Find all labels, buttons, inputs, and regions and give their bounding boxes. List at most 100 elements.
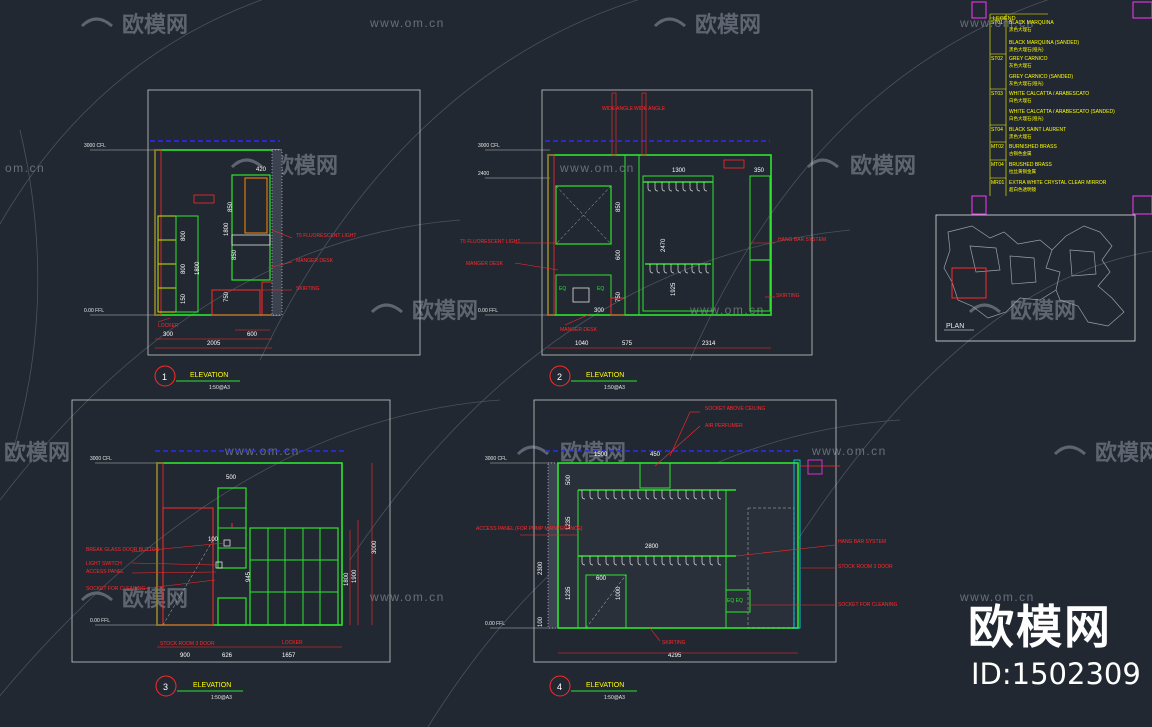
svg-text:750: 750 (616, 291, 622, 302)
svg-text:0.00 FFL: 0.00 FFL (485, 621, 505, 627)
svg-text:ELEVATION: ELEVATION (586, 682, 624, 689)
wm-brand: 欧模网 (850, 153, 916, 178)
svg-text:EQ: EQ (559, 286, 566, 292)
legend-item-sub: 白色大理石(哑光) (1009, 115, 1044, 122)
svg-text:850: 850 (616, 201, 622, 212)
label-locker: LOCKER (282, 640, 303, 646)
hanger-hook (717, 556, 722, 566)
svg-text:0.00 FFL: 0.00 FFL (90, 618, 110, 624)
watermark-urls: www.om.cn www.om.cn om.cn www.om.cn www.… (5, 16, 1035, 604)
svg-text:575: 575 (622, 341, 633, 347)
label-socket: SOCKET FOR CLEANING (838, 602, 897, 608)
hanger-hook (668, 182, 673, 192)
svg-text:2314: 2314 (702, 341, 716, 347)
hanger-hook (705, 264, 710, 274)
label-light-switch: LIGHT SWITCH (86, 561, 122, 567)
viewport-frame (533, 399, 837, 663)
label-locker: LOCKER (158, 323, 179, 329)
svg-text:3: 3 (163, 682, 168, 692)
hanger-hook (670, 264, 675, 274)
svg-text:2470: 2470 (661, 238, 667, 252)
hanger-hook (613, 556, 618, 566)
hanger-hook (645, 490, 650, 500)
legend-code: MT02 (991, 144, 1004, 150)
svg-text:ELEVATION: ELEVATION (193, 682, 231, 689)
svg-text:4295: 4295 (668, 653, 682, 659)
label-access: ACCESS PANEL (86, 569, 124, 575)
hanger-hook (698, 264, 703, 274)
svg-text:100: 100 (538, 616, 544, 627)
svg-text:600: 600 (247, 332, 258, 338)
legend-item-name: GREY CARNICO (SANDED) (1009, 74, 1073, 80)
svg-text:www.om.cn: www.om.cn (959, 16, 1035, 30)
svg-text:EQ EQ: EQ EQ (727, 598, 743, 604)
label-wide-angle: WIDE ANGLE (602, 106, 634, 112)
wm-brand: 欧模网 (560, 440, 626, 465)
hanger-hook (693, 490, 698, 500)
svg-text:1925: 1925 (671, 282, 677, 296)
hanger-hook (669, 556, 674, 566)
label-hang: HANG BAR SYSTEM (838, 539, 886, 545)
svg-text:500: 500 (226, 475, 237, 481)
hanger-hook (709, 556, 714, 566)
hanger-hook (653, 490, 658, 500)
sheet-markers (971, 1, 1152, 215)
label-access: ACCESS PANEL (FOR PUMP MAINTENANCE) (476, 526, 583, 532)
label-socket-above: SOCKET ABOVE CEILING (705, 406, 765, 412)
svg-text:1235: 1235 (566, 586, 572, 600)
svg-text:350: 350 (754, 168, 765, 174)
wm-brand: 欧模网 (4, 440, 70, 465)
legend-code: ST04 (991, 127, 1003, 133)
label-manger: MANGER DESK (466, 261, 504, 267)
svg-text:1:50@A3: 1:50@A3 (604, 695, 625, 701)
hanger-hook (696, 182, 701, 192)
hanger-hook (684, 264, 689, 274)
hanger-hook (685, 556, 690, 566)
hanger-hook (677, 490, 682, 500)
label-t5: T5 FLUORESCENT LIGHT (296, 233, 356, 239)
legend-code: ST02 (991, 56, 1003, 62)
svg-text:900: 900 (180, 653, 191, 659)
wm-brand: 欧模网 (695, 12, 761, 37)
legend-item-name: BRUSHED BRASS (1009, 162, 1052, 168)
hanger-hook (691, 264, 696, 274)
svg-text:3000 CFL: 3000 CFL (485, 456, 507, 462)
wm-brand: 欧模网 (1095, 440, 1152, 465)
label-skirting: SKIRTING (776, 293, 800, 299)
hanger-hook (621, 490, 626, 500)
hanger-hook (677, 264, 682, 274)
svg-text:626: 626 (222, 653, 233, 659)
svg-text:1657: 1657 (282, 653, 296, 659)
legend-item-sub: 超白色透明镜 (1009, 186, 1036, 193)
svg-text:om.cn: om.cn (5, 161, 45, 175)
svg-text:www.om.cn: www.om.cn (811, 444, 887, 458)
hanger-hook (637, 556, 642, 566)
svg-text:1300: 1300 (672, 168, 686, 174)
hanger-hook (677, 556, 682, 566)
legend-item-sub: 灰色大理石(哑光) (1009, 80, 1044, 87)
hanger-hook (629, 556, 634, 566)
svg-text:1:50@A3: 1:50@A3 (604, 385, 625, 391)
legend-item-sub: 黑色大理石(哑光) (1009, 46, 1044, 53)
level-ffl: 0.00 FFL (84, 308, 104, 314)
label-t5: T5 FLUORESCENT LIGHT (460, 239, 520, 245)
svg-text:2: 2 (557, 372, 562, 382)
svg-text:3000: 3000 (372, 540, 378, 554)
svg-text:www.om.cn: www.om.cn (959, 590, 1035, 604)
hanger-hook (589, 556, 594, 566)
svg-text:800: 800 (181, 263, 187, 274)
hanger-hook (613, 490, 618, 500)
hanger-hook (693, 556, 698, 566)
svg-text:450: 450 (650, 452, 661, 458)
svg-text:150: 150 (181, 293, 187, 304)
svg-text:1900: 1900 (352, 569, 358, 583)
svg-text:2800: 2800 (645, 544, 659, 550)
svg-text:500: 500 (566, 474, 572, 485)
hanger-hook (663, 264, 668, 274)
hanger-hook (605, 490, 610, 500)
legend-item-name: BLACK SAINT LAURENT (1009, 127, 1066, 133)
elevation-1: 3000 CFL 0.00 FFL 420 850 1800 800 800 1… (84, 89, 421, 391)
label-socket: SOCKET FOR CLEANING (86, 586, 145, 592)
